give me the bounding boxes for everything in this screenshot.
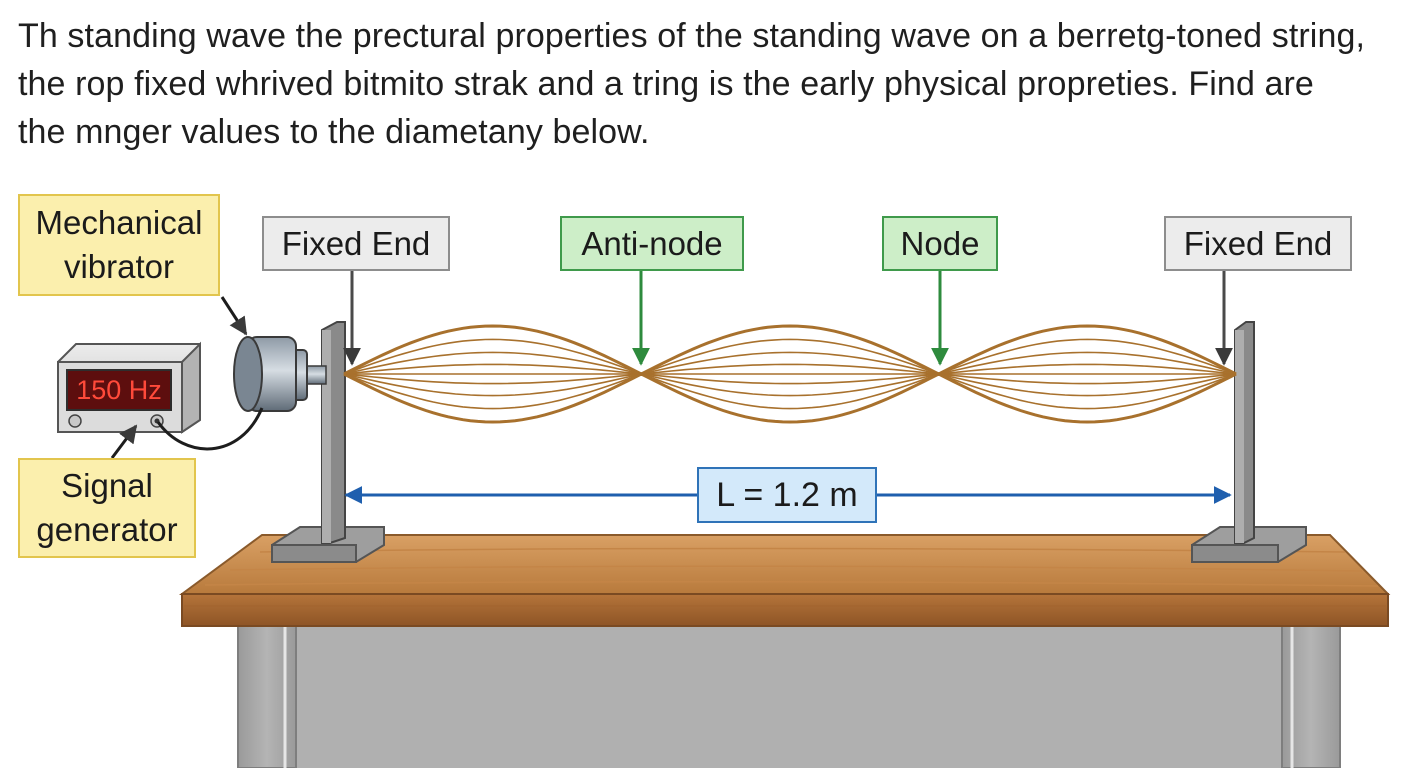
question-line: the rop fixed whrived bitmito strak and … xyxy=(18,65,1314,103)
label-line: vibrator xyxy=(63,248,175,285)
wave-envelope-line xyxy=(343,324,1237,376)
signal-generator-label: Signal generator xyxy=(18,458,196,558)
question-line: the mnger values to the diametany below. xyxy=(18,113,650,151)
length-label: L = 1.2 m xyxy=(697,467,877,523)
wave-envelope-line xyxy=(343,373,1237,385)
generator-pointer-arrow xyxy=(110,424,138,459)
mechanical-vibrator-device xyxy=(233,336,327,412)
table-frame xyxy=(237,621,1341,768)
table-top xyxy=(178,534,1391,627)
label-line: generator xyxy=(36,511,178,548)
right-fixed-stand xyxy=(1191,321,1307,563)
wave-envelope-line xyxy=(343,363,1237,375)
question-text: Th standing wave the prectural propertie… xyxy=(18,12,1398,156)
signal-cable xyxy=(156,407,264,451)
wave-envelope-line xyxy=(343,373,1237,410)
left-fixed-stand xyxy=(271,321,385,563)
fixed-end-left-label: Fixed End xyxy=(262,216,450,271)
wave-envelope-line xyxy=(343,372,1237,424)
mechanical-vibrator-label: Mechanical vibrator xyxy=(18,194,220,296)
label-line: Signal xyxy=(61,467,153,504)
antinode-label: Anti-node xyxy=(560,216,744,271)
label-line: Mechanical xyxy=(35,204,203,241)
wave-envelope-line xyxy=(343,373,1237,397)
wave-envelope-line xyxy=(343,351,1237,375)
wave-envelope-line xyxy=(343,338,1237,375)
vibrator-pointer-arrow xyxy=(220,296,248,336)
question-line: Th standing wave the prectural propertie… xyxy=(18,17,1366,55)
standing-wave-string xyxy=(343,324,1237,424)
node-label: Node xyxy=(882,216,998,271)
frequency-display: 150 Hz xyxy=(66,369,172,411)
fixed-end-right-label: Fixed End xyxy=(1164,216,1352,271)
